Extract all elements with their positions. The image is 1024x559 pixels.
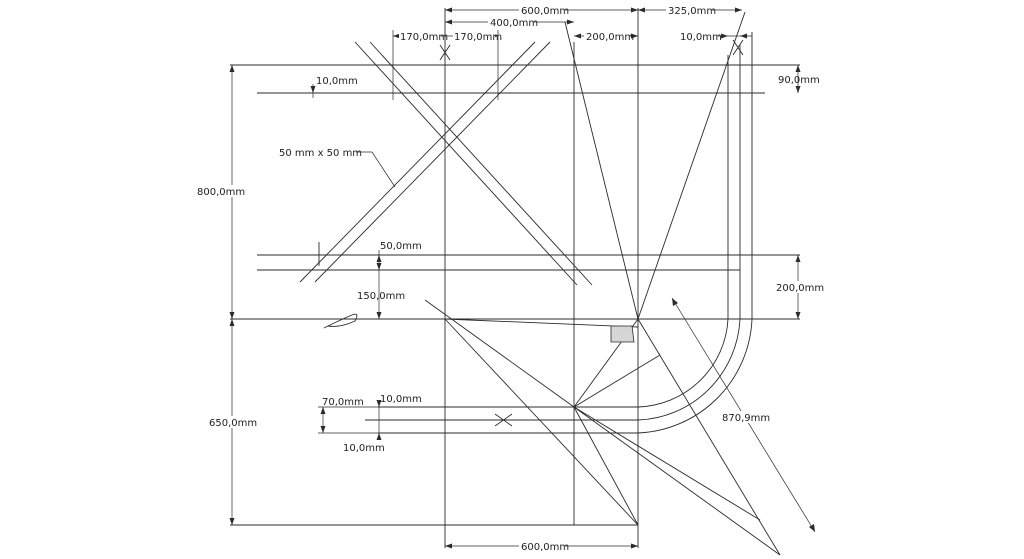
label-200-top: 200,0mm [586,32,634,43]
ray-bottom-left [444,318,639,526]
label-170-left: 170,0mm [400,32,448,43]
label-200-right: 200,0mm [776,283,824,294]
curve-middle [637,45,741,421]
ray-long-down-2 [637,318,781,556]
label-beam-size: 50 mm x 50 mm [279,148,362,159]
diagonal-beam-a2 [369,41,593,286]
curve-outer [637,32,753,434]
label-90: 90,0mm [778,75,820,86]
label-400: 400,0mm [490,18,538,29]
label-10-topright: 10,0mm [680,32,722,43]
label-650: 650,0mm [209,418,257,429]
label-top-325: 325,0mm [668,6,716,17]
ray-lower [573,354,661,408]
cross-marker-top-left [439,44,451,61]
label-870: 870,9mm [722,413,770,424]
label-bottom-600: 600,0mm [521,542,569,553]
label-70: 70,0mm [322,397,364,408]
ray-long-down-1 [424,299,781,556]
drawing-geometry [230,8,800,556]
diagonal-beam-a1 [354,41,578,286]
label-10-lower-bottom: 10,0mm [343,443,385,454]
diagonal-beam-b1 [299,41,536,283]
squiggle-left [323,313,358,329]
label-10-left: 10,0mm [316,76,358,87]
ray-top-right [637,11,746,320]
label-10-lower-top: 10,0mm [380,394,422,405]
ray-left [444,318,639,328]
label-50: 50,0mm [380,241,422,252]
cross-marker-lower [494,413,513,427]
ray-long-down-3 [573,406,761,521]
label-170-right: 170,0mm [454,32,502,43]
ray-diag-bottom [573,406,639,526]
cross-marker-top-right [732,39,744,56]
label-top-600: 600,0mm [521,6,569,17]
diagonal-beam-b2 [314,41,551,283]
label-150: 150,0mm [357,291,405,302]
label-800: 800,0mm [197,187,245,198]
curve-inner [637,55,729,408]
center-gray-square [610,325,635,343]
dimension-labels: 600,0mm 325,0mm 400,0mm 170,0mm 170,0mm … [196,4,824,553]
ray-top [564,21,639,320]
